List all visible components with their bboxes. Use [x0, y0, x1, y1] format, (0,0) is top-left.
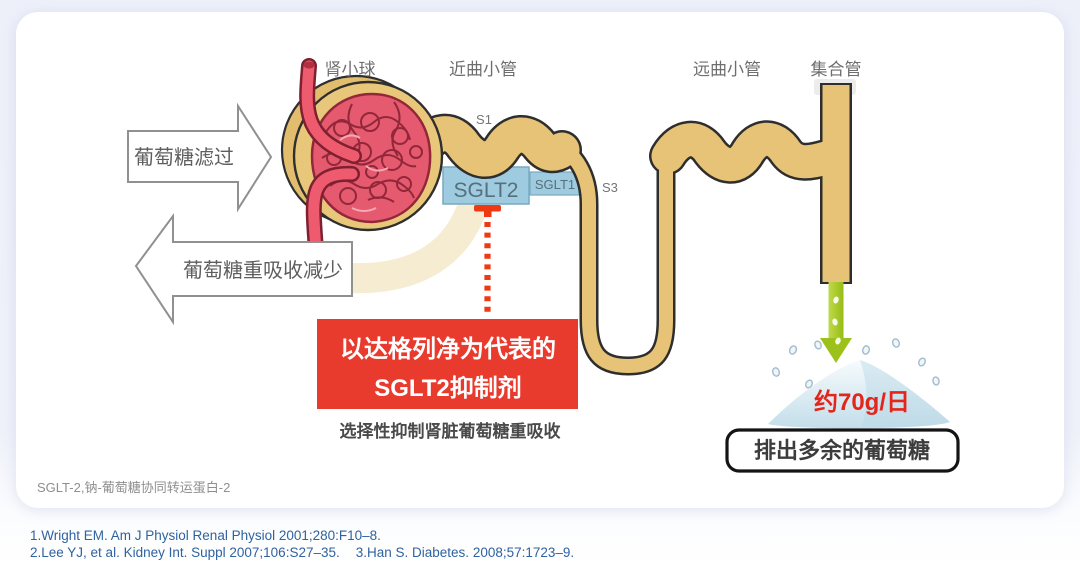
- filtration-arrow: 葡萄糖滤过: [127, 102, 273, 213]
- tubule-fills: [404, 85, 850, 374]
- excretion-result-label: 排出多余的葡萄糖: [754, 438, 930, 463]
- segment-s1-label: S1: [476, 112, 492, 127]
- droplet-icon: [861, 345, 871, 355]
- caption-text: 选择性抑制肾脏葡萄糖重吸收: [340, 421, 561, 441]
- proximal-tubule-label: 近曲小管: [449, 60, 517, 79]
- proximal-tubule-path: [404, 116, 580, 177]
- reference-2: 2.Lee YJ, et al. Kidney Int. Suppl 2007;…: [30, 545, 340, 560]
- excretion-amount: 约70g/日: [814, 388, 910, 416]
- droplet-icon: [771, 367, 781, 377]
- references: 1.Wright EM. Am J Physiol Renal Physiol …: [30, 527, 574, 561]
- inhibitor-line1: 以达格列净为代表的: [340, 335, 556, 363]
- glomerulus-label: 肾小球: [325, 60, 376, 79]
- reabsorption-arrow-label: 葡萄糖重吸收减少: [183, 259, 343, 282]
- reference-line-1: 1.Wright EM. Am J Physiol Renal Physiol …: [30, 527, 574, 544]
- segment-s3-label: S3: [602, 180, 618, 195]
- excretion-arrow: [820, 282, 852, 363]
- inhibition-connector: [474, 205, 501, 316]
- droplet-icon: [932, 376, 940, 386]
- footnote: SGLT-2,钠-葡萄糖协同转运蛋白-2: [37, 480, 230, 495]
- distal-tubule-label: 远曲小管: [693, 60, 761, 79]
- droplet-icon: [788, 345, 798, 355]
- sglt2-label: SGLT2: [454, 179, 519, 202]
- droplet-icon: [805, 379, 813, 389]
- reabsorption-arrow: 葡萄糖重吸收减少: [134, 212, 353, 326]
- glucose-pile: 约70g/日: [768, 360, 950, 429]
- collecting-duct-label: 集合管: [811, 60, 862, 79]
- droplet-icon: [814, 340, 822, 350]
- reference-line-2: 2.Lee YJ, et al. Kidney Int. Suppl 2007;…: [30, 544, 574, 561]
- distal-tubule-path: [651, 122, 843, 182]
- droplet-icon: [891, 338, 901, 348]
- sglt1-label: SGLT1: [535, 177, 575, 192]
- reabsorption-flow-band: [337, 198, 485, 294]
- glomerulus-capillaries: [310, 92, 432, 224]
- reference-3: 3.Han S. Diabetes. 2008;57:1723–9.: [355, 545, 575, 560]
- excretion-result-box: 排出多余的葡萄糖: [725, 428, 960, 473]
- filtration-arrow-label: 葡萄糖滤过: [134, 146, 234, 169]
- inhibitor-line2: SGLT2抑制剂: [374, 374, 522, 402]
- inhibitor-banner: 以达格列净为代表的 SGLT2抑制剂: [317, 319, 578, 409]
- droplet-icon: [918, 357, 926, 367]
- reference-1: 1.Wright EM. Am J Physiol Renal Physiol …: [30, 528, 381, 543]
